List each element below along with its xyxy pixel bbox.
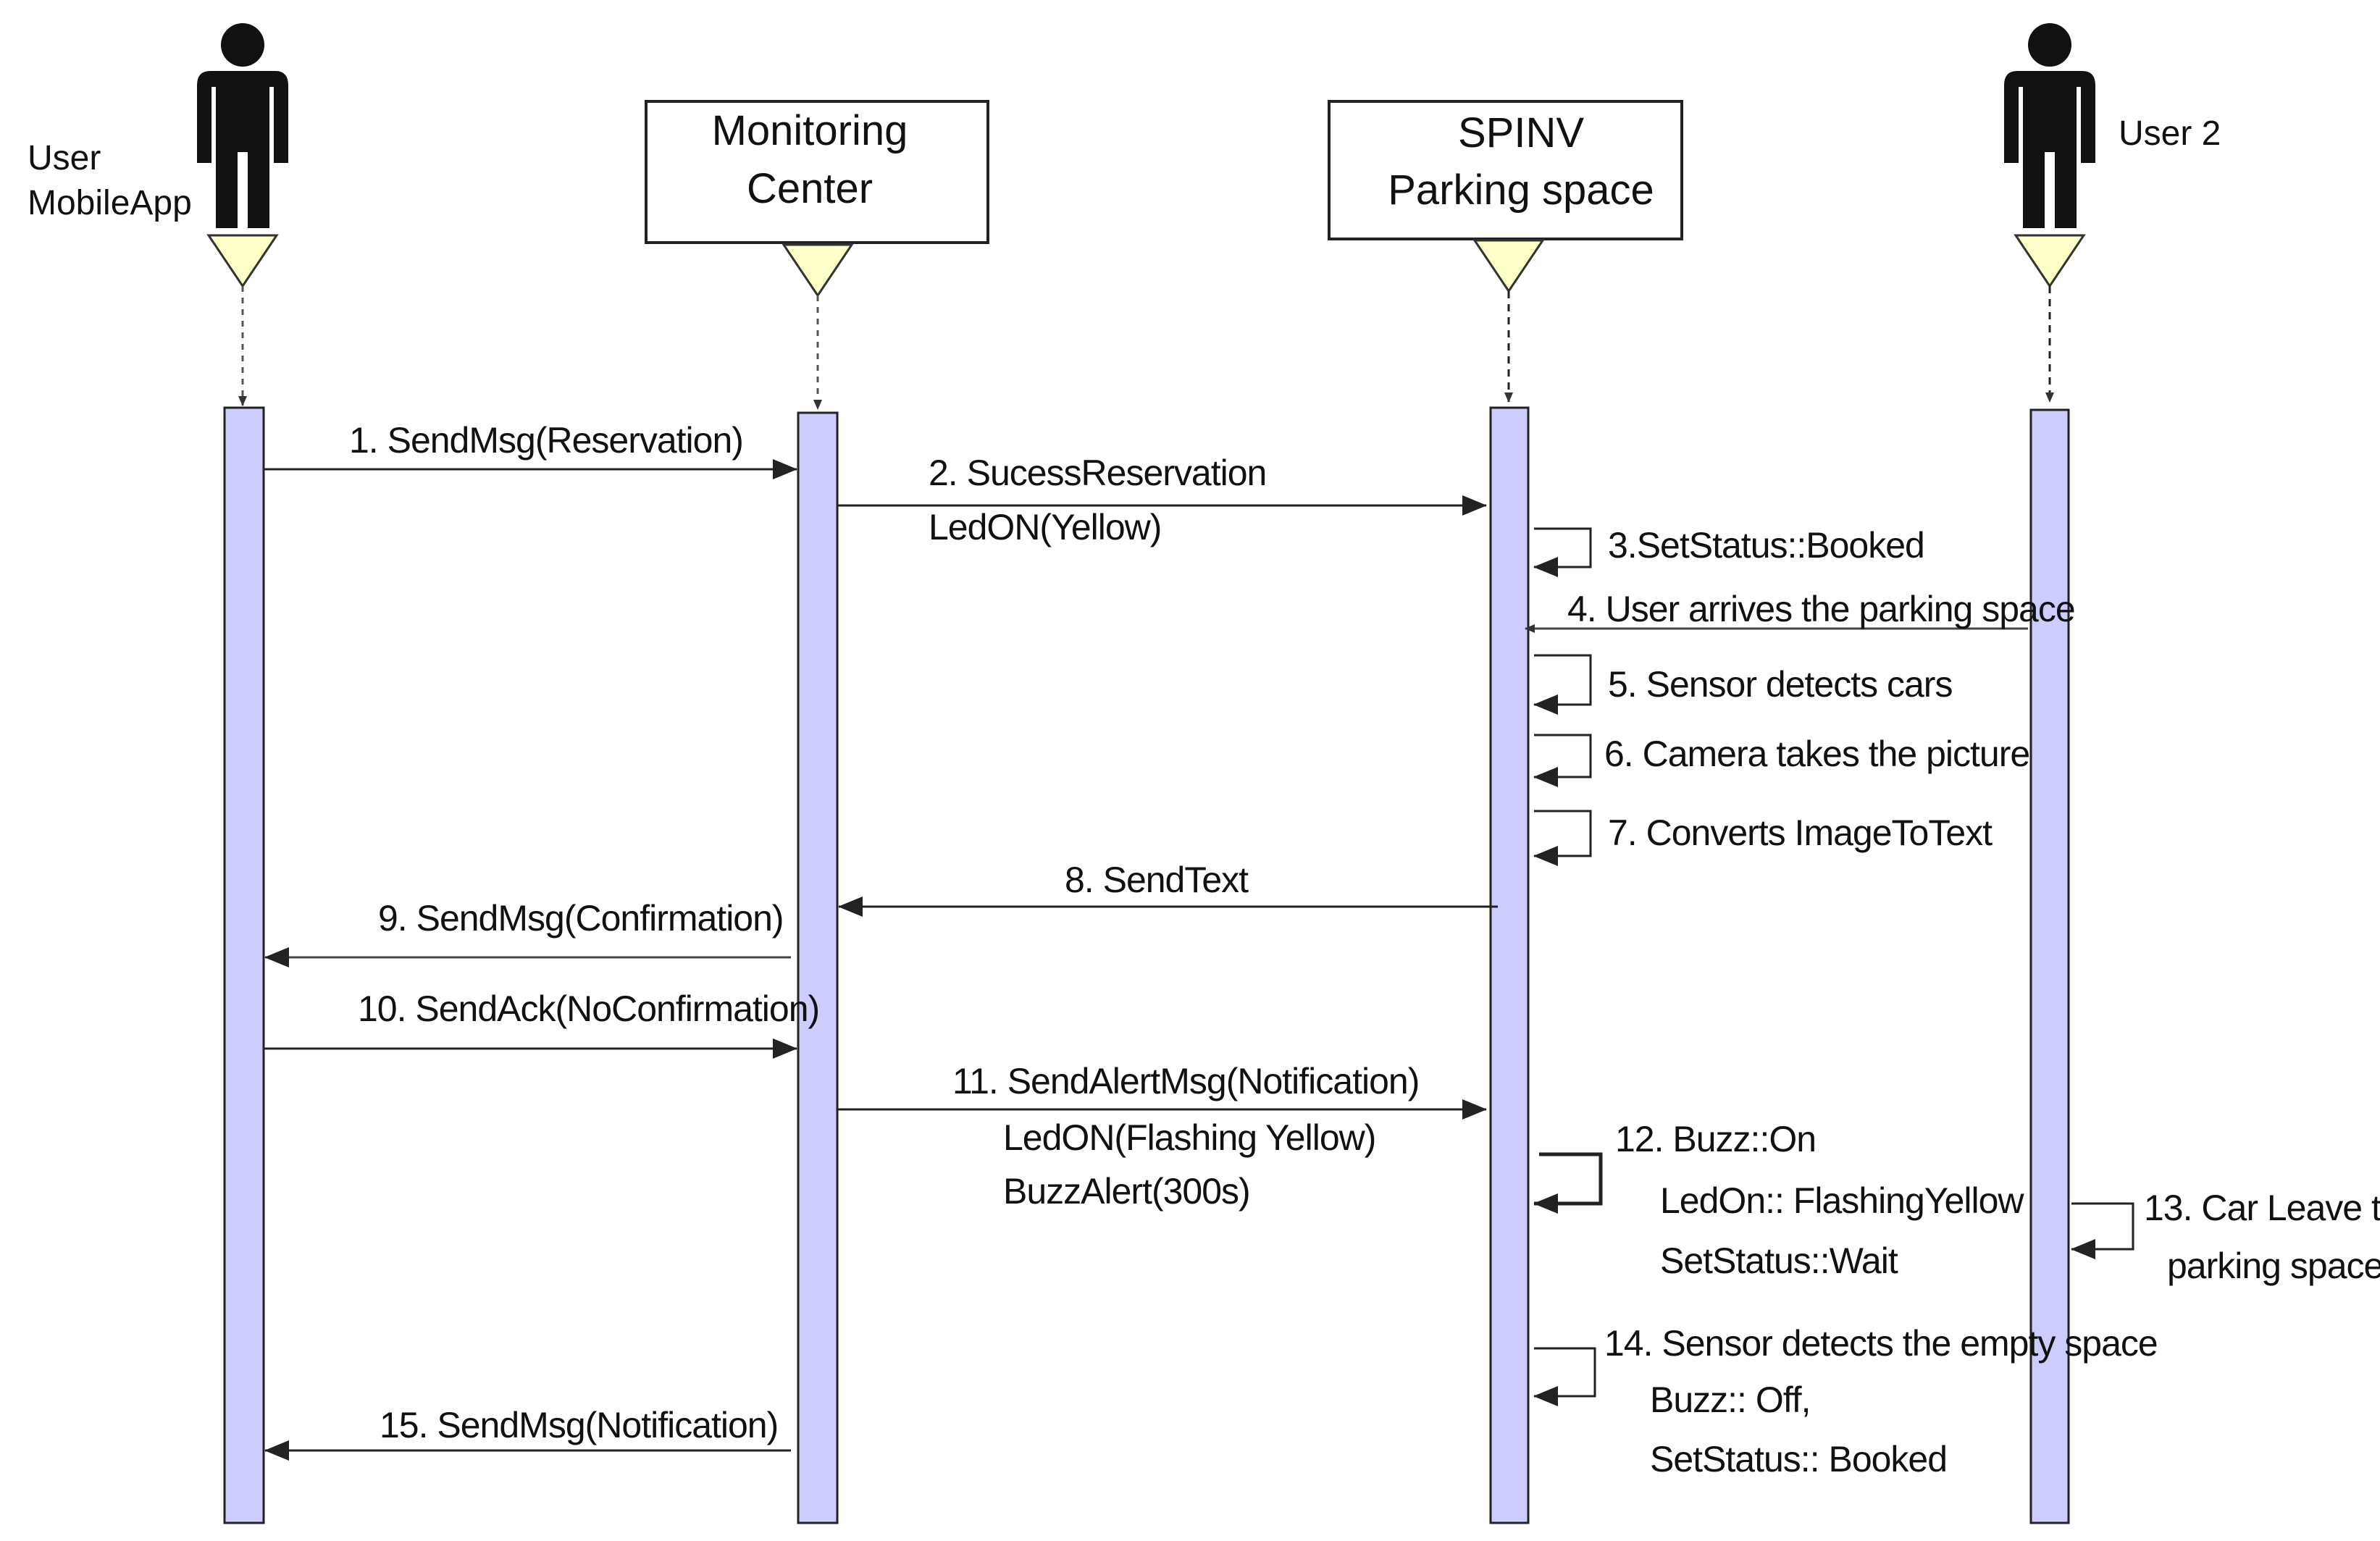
message-label: 1. SendMsg(Reservation) <box>349 420 743 461</box>
message-8: 8. SendText <box>838 860 1498 917</box>
message-label: 9. SendMsg(Confirmation) <box>378 898 784 939</box>
lifeline-triangle <box>2014 234 2086 288</box>
participant-box <box>645 100 989 244</box>
participant-user-app: User MobileApp <box>28 23 288 1524</box>
message-label: LedON(Flashing Yellow) <box>1003 1117 1375 1158</box>
participant-label-line: User <box>28 139 101 177</box>
message-label: BuzzAlert(300s) <box>1003 1171 1250 1212</box>
message-label: SetStatus:: Booked <box>1650 1439 1947 1479</box>
lifeline-activation <box>1489 406 1530 1524</box>
message-label: 10. SendAck(NoConfirmation) <box>358 988 819 1029</box>
self-message-arrow <box>1533 734 1592 787</box>
message-label: 8. SendText <box>1065 860 1249 900</box>
message-15: 15. SendMsg(Notification) <box>264 1405 791 1461</box>
message-11: 11. SendAlertMsg(Notification) LedON(Fla… <box>837 1061 1487 1212</box>
message-label: 13. Car Leave the <box>2144 1188 2380 1228</box>
message-6: 6. Camera takes the picture <box>1533 734 2030 787</box>
self-message-arrow <box>1533 654 1592 715</box>
message-label: LedON(Yellow) <box>929 507 1161 547</box>
lifeline-triangle <box>782 243 854 298</box>
message-label: SetStatus::Wait <box>1660 1240 1898 1281</box>
participant-label-line: Center <box>747 165 873 212</box>
participant-label-line: MobileApp <box>28 184 192 222</box>
person-icon <box>2004 23 2095 228</box>
lifeline-triangle <box>206 234 279 288</box>
message-label: parking space <box>2167 1246 2380 1286</box>
self-message-arrow <box>2071 1202 2134 1259</box>
message-4: 4. User arrives the parking space <box>1525 589 2076 633</box>
message-2: 2. SucessReservation LedON(Yellow) <box>837 453 1487 547</box>
message-label: 14. Sensor detects the empty space <box>1604 1323 2158 1364</box>
participant-label-line: User 2 <box>2119 114 2221 153</box>
message-label: 11. SendAlertMsg(Notification) <box>952 1061 1419 1101</box>
lifeline-activation <box>2029 408 2070 1524</box>
lifeline-activation <box>223 406 265 1524</box>
message-label: Buzz:: Off, <box>1650 1380 1811 1420</box>
participant-user2: User 2 <box>2004 23 2221 1524</box>
self-message-arrow <box>1533 810 1592 866</box>
self-message-arrow <box>1533 1347 1596 1406</box>
message-3: 3.SetStatus::Booked <box>1533 525 1925 577</box>
message-label: 7. Converts ImageToText <box>1608 813 1993 853</box>
message-label: LedOn:: FlashingYellow <box>1660 1180 2024 1221</box>
message-10: 10. SendAck(NoConfirmation) <box>264 988 820 1059</box>
participant-box <box>1328 100 1683 240</box>
message-5: 5. Sensor detects cars <box>1533 654 1953 715</box>
participant-label-line: Parking space <box>1388 167 1654 214</box>
message-14: 14. Sensor detects the empty space Buzz:… <box>1533 1323 2158 1479</box>
participant-label-line: Monitoring <box>712 107 908 154</box>
message-label: 6. Camera takes the picture <box>1604 734 2029 774</box>
message-label: 2. SucessReservation <box>929 453 1266 493</box>
participant-monitoring-center: Monitoring Center <box>645 100 989 1524</box>
person-icon <box>197 23 288 228</box>
message-label: 3.SetStatus::Booked <box>1608 525 1924 566</box>
message-label: 12. Buzz::On <box>1615 1119 1816 1159</box>
self-message-arrow <box>1533 1152 1603 1214</box>
message-1: 1. SendMsg(Reservation) <box>264 420 797 479</box>
message-label: 15. SendMsg(Notification) <box>380 1405 778 1445</box>
participant-spinv: SPINV Parking space <box>1328 100 1683 1524</box>
lifeline-triangle <box>1472 239 1545 293</box>
participant-label-line: SPINV <box>1458 109 1584 156</box>
message-9: 9. SendMsg(Confirmation) <box>264 898 791 967</box>
message-12: 12. Buzz::On LedOn:: FlashingYellow SetS… <box>1533 1119 2025 1281</box>
message-7: 7. Converts ImageToText <box>1533 810 1993 866</box>
lifeline-activation <box>797 411 839 1524</box>
message-label: 4. User arrives the parking space <box>1567 589 2075 629</box>
message-label: 5. Sensor detects cars <box>1608 664 1952 705</box>
self-message-arrow <box>1533 527 1592 577</box>
message-13: 13. Car Leave the parking space <box>2071 1188 2380 1286</box>
